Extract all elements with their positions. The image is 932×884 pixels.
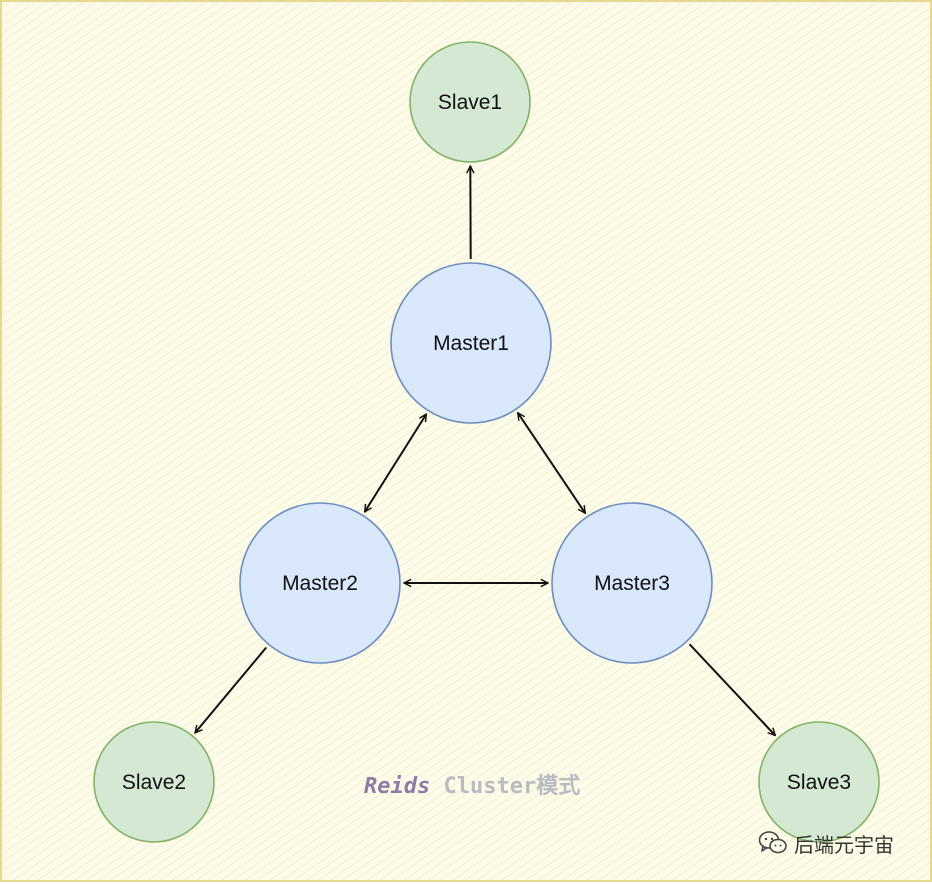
edge-master1-master3 [518, 413, 585, 513]
edge-master3-slave3 [690, 644, 776, 735]
caption-rest: Cluster模式 [430, 774, 580, 799]
node-label-slave3: Slave3 [787, 771, 851, 794]
watermark-text: 后端元宇宙 [794, 829, 894, 858]
node-master3: Master3 [552, 503, 712, 663]
node-label-slave1: Slave1 [438, 91, 502, 114]
node-slave1: Slave1 [410, 42, 530, 162]
node-label-slave2: Slave2 [122, 771, 186, 794]
node-label-master2: Master2 [282, 572, 358, 595]
node-label-master1: Master1 [433, 332, 509, 355]
edge-master1-master2 [365, 414, 427, 512]
node-master1: Master1 [391, 263, 551, 423]
node-label-master3: Master3 [594, 572, 670, 595]
node-slave2: Slave2 [94, 722, 214, 842]
wechat-icon [758, 830, 788, 856]
edge-master2-slave2 [195, 648, 266, 733]
watermark: 后端元宇宙 [758, 826, 894, 860]
node-master2: Master2 [240, 503, 400, 663]
caption-emphasis: Reids [364, 774, 430, 799]
diagram-caption: Reids Cluster模式 [364, 768, 580, 800]
node-slave3: Slave3 [759, 722, 879, 842]
